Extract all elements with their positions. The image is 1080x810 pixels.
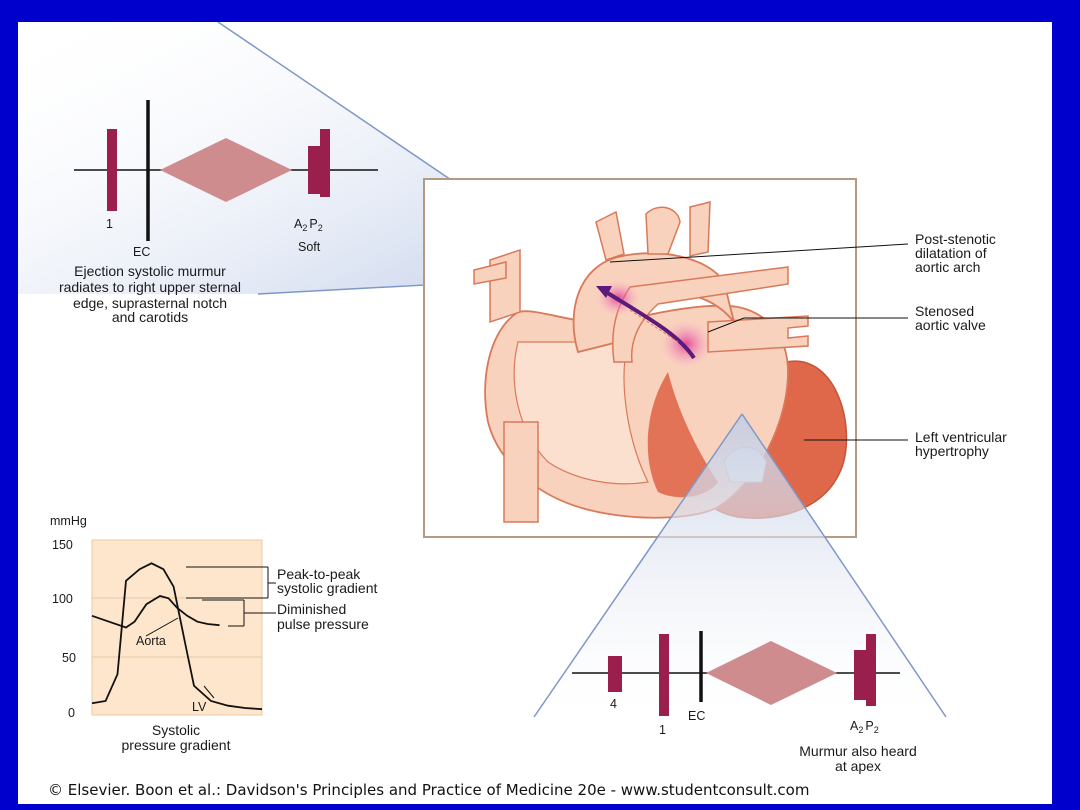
lv-pressure-line <box>91 562 263 711</box>
aorta-label: Aorta <box>136 634 166 648</box>
chart-plot-area <box>91 539 263 716</box>
aorta-pressure-line <box>91 595 220 629</box>
post-stenotic-label-3: aortic arch <box>915 259 980 275</box>
superior-vena-cava <box>489 248 521 324</box>
bottom-s1-sound-bar <box>659 634 669 716</box>
bottom-p2-sound-bar <box>866 634 876 706</box>
heart-labels: Post-stenotic dilatation of aortic arch … <box>609 231 1007 459</box>
bottom-projection-cone <box>534 414 946 717</box>
ec-label: EC <box>133 245 150 259</box>
lvh-label-2: hypertrophy <box>915 443 989 459</box>
top-caption-line-1: Ejection systolic murmur <box>74 263 226 279</box>
post-stenotic-label-2: dilatation of <box>915 245 987 261</box>
pulse-label-2: pulse pressure <box>277 616 369 632</box>
inferior-vena-cava <box>503 421 539 523</box>
post-stenotic-label-1: Post-stenotic <box>915 231 996 247</box>
chart-caption-2: pressure gradient <box>122 737 231 753</box>
chart-caption-1: Systolic <box>152 722 200 738</box>
top-caption-line-2: radiates to right upper sternal <box>59 279 241 295</box>
stenosed-valve-label-2: aortic valve <box>915 317 986 333</box>
jet-arrow <box>604 290 696 360</box>
right-ventricle <box>513 341 649 485</box>
bottom-ec-label: EC <box>688 709 705 723</box>
bottom-murmur-diamond <box>706 641 837 705</box>
bottom-s1-label: 1 <box>659 723 666 737</box>
tick-150: 150 <box>52 538 73 552</box>
s4-sound-bar <box>608 656 622 692</box>
top-caption-line-3: edge, suprasternal notch <box>73 295 227 311</box>
stenosed-valve-label-1: Stenosed <box>915 303 974 319</box>
s4-label: 4 <box>610 697 617 711</box>
tick-100: 100 <box>52 592 73 606</box>
chart-unit-label: mmHg <box>50 514 87 528</box>
septum <box>647 372 718 498</box>
tick-0: 0 <box>68 706 75 720</box>
p2-sound-bar <box>320 129 330 197</box>
ejection-murmur-diamond <box>160 138 292 202</box>
pressure-chart: mmHg 150 100 50 0 Aorta LV Peak-to-peak … <box>50 514 377 753</box>
tick-50: 50 <box>62 651 76 665</box>
credit-line: © Elsevier. Boon et al.: Davidson's Prin… <box>48 781 809 799</box>
bottom-caption-line-2: at apex <box>835 758 881 774</box>
top-caption-line-4: and carotids <box>112 309 188 325</box>
a2-sound-bar <box>308 146 320 194</box>
lvh-label-1: Left ventricular <box>915 429 1007 445</box>
bottom-a2-sound-bar <box>854 650 866 700</box>
bottom-caption-line-1: Murmur also heard <box>799 743 917 759</box>
peak-label-1: Peak-to-peak <box>277 566 361 582</box>
peak-label-2: systolic gradient <box>277 580 377 596</box>
s1-sound-bar <box>107 129 117 211</box>
pulse-label-1: Diminished <box>277 601 346 617</box>
lv-label: LV <box>192 700 207 714</box>
s1-label: 1 <box>106 217 113 231</box>
soft-label: Soft <box>298 240 321 254</box>
